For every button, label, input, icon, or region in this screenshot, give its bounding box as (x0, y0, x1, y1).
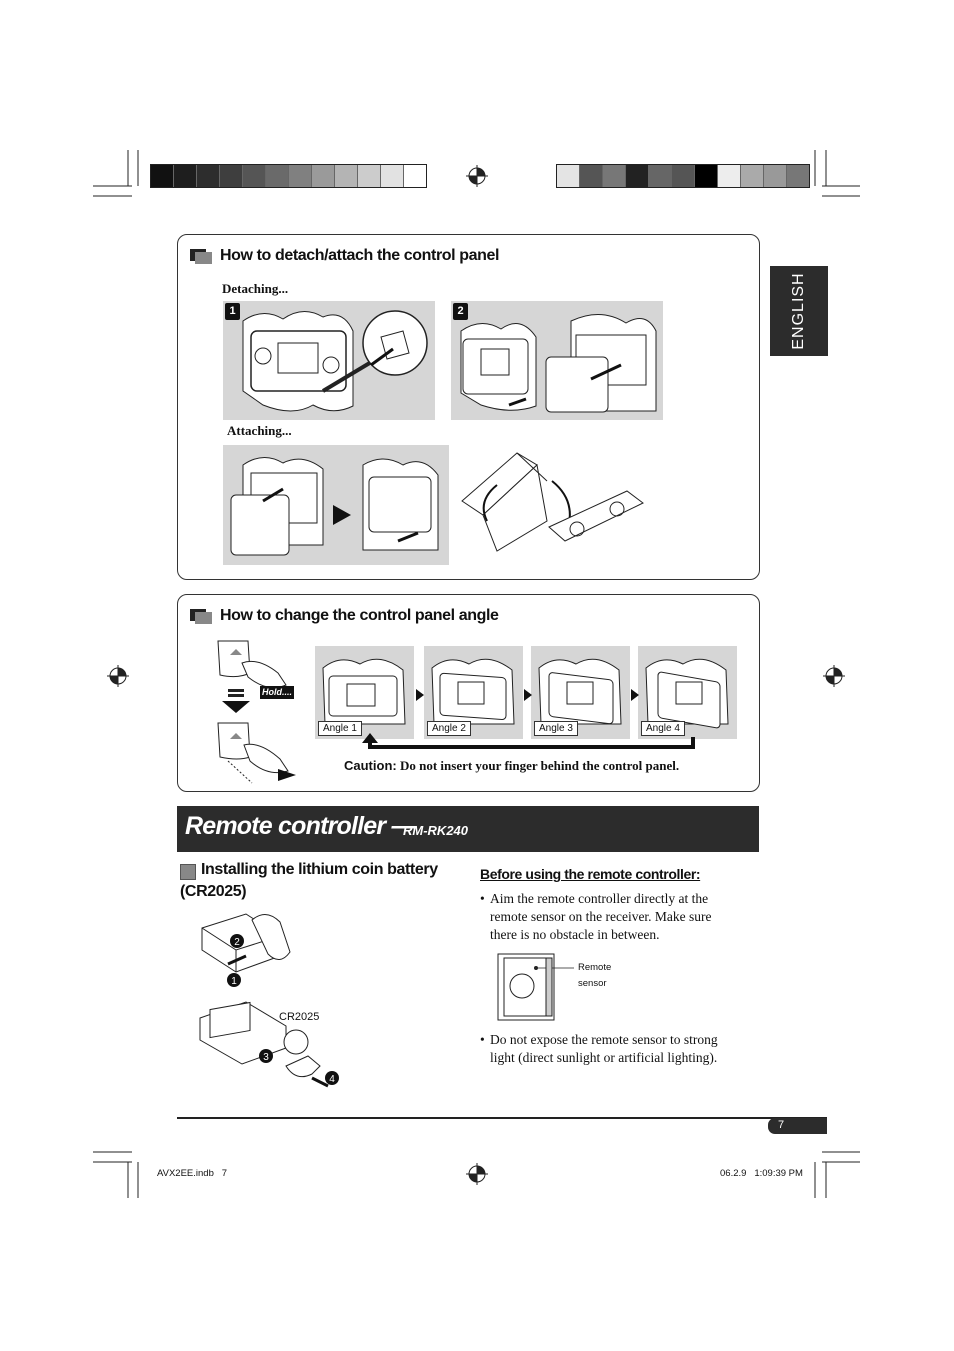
color-bar-left (150, 164, 427, 188)
color-swatch (695, 165, 718, 187)
page-number: 7 (778, 1119, 785, 1131)
color-swatch (174, 165, 197, 187)
bullet-2-line-1: Do not expose the remote sensor to stron… (490, 1032, 718, 1047)
color-swatch (557, 165, 580, 187)
battery-illustration: 2 1 3 4 (199, 913, 339, 1088)
bullet-1-line-1: Aim the remote controller directly at th… (490, 891, 709, 906)
bullet-1-line-3: there is no obstacle in between. (490, 927, 660, 942)
caution-label: Caution: (344, 758, 397, 773)
color-bar-right (556, 164, 810, 188)
detach-attach-panel: How to detach/attach the control panel D… (177, 234, 760, 580)
color-swatch (404, 165, 426, 187)
color-swatch (787, 165, 809, 187)
color-swatch (580, 165, 603, 187)
svg-text:1: 1 (231, 976, 237, 987)
angle-3-label: Angle 3 (534, 721, 578, 736)
detach-section-title: How to detach/attach the control panel (220, 247, 500, 264)
step-2-badge: 2 (453, 303, 468, 320)
caution-message: Do not insert your finger behind the con… (399, 758, 680, 773)
color-swatch (358, 165, 381, 187)
color-swatch (220, 165, 243, 187)
angle-4-label: Angle 4 (641, 721, 685, 736)
angle-panel: How to change the control panel angle Ho… (177, 594, 760, 792)
language-tab-label: ENGLISH (790, 272, 807, 350)
bullet-1-line-2: remote sensor on the receiver. Make sure (490, 909, 712, 924)
angle-1-label: Angle 1 (318, 721, 362, 736)
banner-title: Remote controller — (185, 812, 416, 840)
battery-marker-icon (180, 864, 196, 880)
color-swatch (335, 165, 358, 187)
color-swatch (764, 165, 787, 187)
hold-label: Hold.... (262, 687, 292, 697)
angle-2-label: Angle 2 (427, 721, 471, 736)
color-swatch (197, 165, 220, 187)
color-swatch (741, 165, 764, 187)
angle-4-illustration: Angle 4 (638, 646, 737, 739)
angle-1-illustration: Angle 1 (315, 646, 414, 739)
page-number-tab: 7 (768, 1118, 827, 1134)
color-swatch (381, 165, 404, 187)
color-swatch (151, 165, 174, 187)
remote-sensor-label-line1: Remote (578, 962, 612, 973)
detach-step2-illustration (451, 301, 663, 420)
battery-section-title-line1: Installing the lithium coin battery (201, 861, 438, 878)
color-swatch (243, 165, 266, 187)
color-swatch (718, 165, 741, 187)
battery-type-label: CR2025 (279, 1011, 320, 1023)
detaching-label: Detaching... (222, 281, 289, 296)
color-swatch (289, 165, 312, 187)
angle-2-illustration: Angle 2 (424, 646, 523, 739)
attach-case-illustration (461, 452, 644, 552)
color-swatch (672, 165, 695, 187)
section-marker-icon (190, 609, 212, 624)
caution-text: Caution: Do not insert your finger behin… (344, 758, 679, 774)
hold-button-illustration (217, 640, 296, 784)
footer-rule (177, 1117, 827, 1119)
remote-sensor-illustration (497, 953, 574, 1021)
step-1-badge: 1 (225, 303, 240, 320)
angle-cycle-arrows (362, 689, 695, 749)
angle-section-title: How to change the control panel angle (220, 607, 499, 624)
banner-model: RM-RK240 (403, 823, 469, 838)
remote-sensor-label-line2: sensor (578, 978, 607, 989)
color-swatch (626, 165, 649, 187)
footer-file: AVX2EE.indb 7 (157, 1168, 228, 1179)
color-swatch (266, 165, 289, 187)
svg-text:4: 4 (329, 1074, 335, 1085)
footer-timestamp: 06.2.9 1:09:39 PM (720, 1168, 803, 1179)
detach-step1-illustration (223, 301, 435, 420)
battery-section-title-line2: (CR2025) (180, 883, 247, 900)
angle-3-illustration: Angle 3 (531, 646, 630, 739)
color-swatch (649, 165, 672, 187)
remote-controller-banner: Remote controller — RM-RK240 (177, 806, 759, 852)
svg-text:3: 3 (263, 1052, 269, 1063)
before-using-title: Before using the remote controller: (480, 866, 701, 882)
color-swatch (312, 165, 335, 187)
svg-text:2: 2 (234, 937, 240, 948)
bullet-2-line-2: light (direct sunlight or artificial lig… (490, 1050, 718, 1065)
attaching-label: Attaching... (227, 423, 292, 438)
language-tab: ENGLISH (770, 266, 828, 356)
color-swatch (603, 165, 626, 187)
attach-illustration (223, 445, 449, 565)
section-marker-icon (190, 249, 212, 264)
